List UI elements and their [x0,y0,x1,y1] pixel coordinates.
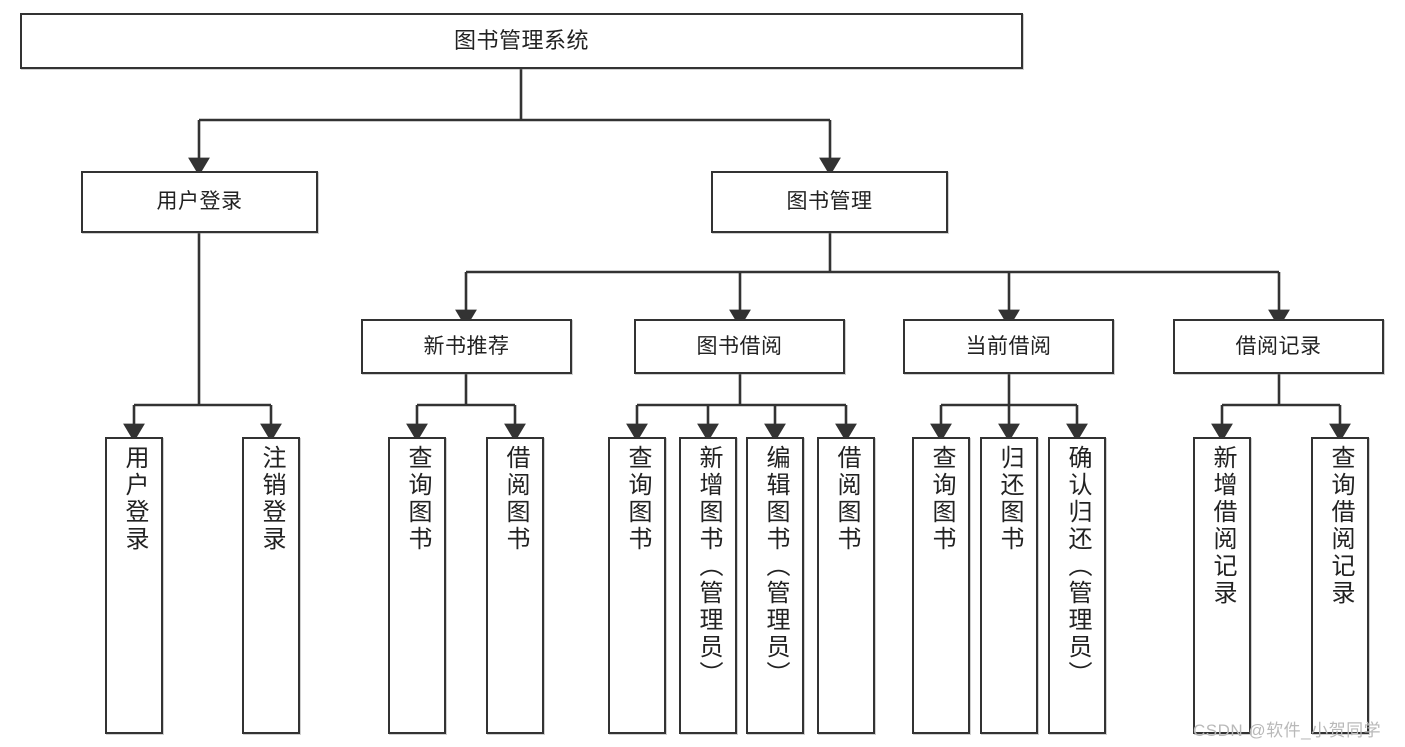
leaf-user-login-0[interactable]: 用户登录 [105,437,163,734]
leaf-user-login-0-label: 用户登录 [121,445,148,553]
leaf-new-book-1-label: 借阅图书 [502,445,529,553]
leaf-current-borrow-0[interactable]: 查询图书 [912,437,970,734]
leaf-book-borrow-2-label: 编辑图书（管理员） [762,445,789,688]
leaf-borrow-record-1-label: 查询借阅记录 [1327,445,1354,607]
leaf-current-borrow-1[interactable]: 归还图书 [980,437,1038,734]
leaf-current-borrow-1-label: 归还图书 [996,445,1023,553]
node-book-manage-label: 图书管理 [786,190,873,214]
leaf-current-borrow-0-label: 查询图书 [928,445,955,553]
leaf-user-login-1-label: 注销登录 [258,445,285,553]
leaf-book-borrow-0[interactable]: 查询图书 [608,437,666,734]
leaf-borrow-record-1[interactable]: 查询借阅记录 [1311,437,1369,734]
leaf-new-book-1[interactable]: 借阅图书 [486,437,544,734]
leaf-book-borrow-2[interactable]: 编辑图书（管理员） [746,437,804,734]
leaf-book-borrow-3[interactable]: 借阅图书 [817,437,875,734]
csdn-watermark: CSDN @软件_小贺同学 [1193,721,1382,740]
node-new-book-recommend-label: 新书推荐 [423,334,510,358]
node-borrow-record[interactable]: 借阅记录 [1173,319,1384,374]
node-borrow-record-label: 借阅记录 [1235,334,1322,358]
node-root[interactable]: 图书管理系统 [20,13,1023,69]
node-new-book-recommend[interactable]: 新书推荐 [361,319,572,374]
node-book-manage[interactable]: 图书管理 [711,171,948,233]
node-current-borrow-label: 当前借阅 [965,334,1052,358]
leaf-current-borrow-2-label: 确认归还（管理员） [1064,445,1091,688]
leaf-borrow-record-0-label: 新增借阅记录 [1209,445,1236,607]
node-root-label: 图书管理系统 [453,27,589,53]
leaf-book-borrow-3-label: 借阅图书 [833,445,860,553]
node-user-login-label: 用户登录 [156,190,243,214]
node-book-borrow-label: 图书借阅 [696,334,783,358]
leaf-borrow-record-0[interactable]: 新增借阅记录 [1193,437,1251,734]
node-current-borrow[interactable]: 当前借阅 [903,319,1114,374]
leaf-book-borrow-0-label: 查询图书 [624,445,651,553]
leaf-current-borrow-2[interactable]: 确认归还（管理员） [1048,437,1106,734]
node-book-borrow[interactable]: 图书借阅 [634,319,845,374]
leaf-new-book-0-label: 查询图书 [404,445,431,553]
node-user-login[interactable]: 用户登录 [81,171,318,233]
leaf-new-book-0[interactable]: 查询图书 [388,437,446,734]
leaf-book-borrow-1[interactable]: 新增图书（管理员） [679,437,737,734]
leaf-book-borrow-1-label: 新增图书（管理员） [695,445,722,688]
leaf-user-login-1[interactable]: 注销登录 [242,437,300,734]
